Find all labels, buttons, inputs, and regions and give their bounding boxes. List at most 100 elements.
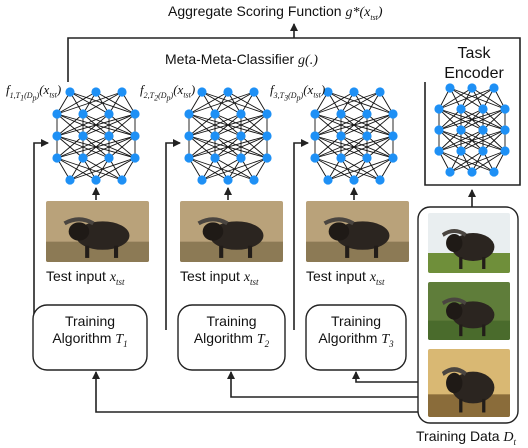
network-node (478, 104, 488, 114)
network-node (434, 104, 444, 114)
neural-network-1 (52, 87, 140, 185)
neural-network-3 (310, 87, 398, 185)
network-node (467, 167, 477, 177)
network-node (52, 109, 62, 119)
network-node (210, 131, 220, 141)
training-image-1 (428, 213, 510, 273)
network-node (310, 131, 320, 141)
network-node (117, 87, 127, 97)
network-node (210, 109, 220, 119)
network-node (236, 131, 246, 141)
test-input-label-3: Test input xtst (306, 268, 385, 287)
algo2-to-net-arrow (165, 139, 181, 330)
task-encoder-label: Task Encoder (444, 45, 504, 82)
network-node (184, 153, 194, 163)
network-node (223, 87, 233, 97)
algorithm-label-3: Training Algorithm T3 (318, 313, 394, 349)
network-node (130, 153, 140, 163)
network-node (336, 131, 346, 141)
network-node (500, 146, 510, 156)
network-node (78, 131, 88, 141)
training-image-3 (428, 349, 510, 417)
network-node (388, 131, 398, 141)
network-node (249, 87, 259, 97)
data-to-algo2-arrow (227, 371, 418, 398)
network-node (323, 87, 333, 97)
network-node (104, 153, 114, 163)
network-node (349, 175, 359, 185)
network-node (262, 153, 272, 163)
network-node (489, 83, 499, 93)
network-node (362, 153, 372, 163)
algo3-to-net-arrow (293, 139, 309, 330)
test-image-2 (180, 201, 283, 262)
algorithm-label-1: Training Algorithm T1 (52, 313, 128, 349)
network-node (197, 87, 207, 97)
network-node (184, 109, 194, 119)
network-node (210, 153, 220, 163)
network-node (478, 146, 488, 156)
network-node (236, 153, 246, 163)
network-node (184, 131, 194, 141)
network-node (445, 83, 455, 93)
buffalo-photo (428, 213, 510, 273)
network-node (456, 104, 466, 114)
meta-classifier-label: Meta-Meta-Classifier g(.) (165, 51, 318, 68)
buffalo-photo (428, 282, 510, 340)
meta-classifier-box (67, 37, 521, 186)
network-node (489, 167, 499, 177)
network-node (434, 125, 444, 135)
network-node (130, 109, 140, 119)
network-node (117, 175, 127, 185)
network-node (236, 109, 246, 119)
test-input-label-1: Test input xtst (46, 268, 125, 287)
network-node (362, 109, 372, 119)
network-node (104, 109, 114, 119)
test-image-3 (306, 201, 409, 262)
network-node (456, 125, 466, 135)
neural-network-2 (184, 87, 272, 185)
network-node (91, 87, 101, 97)
test-input-label-2: Test input xtst (180, 268, 259, 287)
classifier-output-label-1: f1,T1(Dp)(xtst) (6, 82, 62, 103)
neural-networks (52, 83, 510, 185)
network-node (500, 104, 510, 114)
training-data-label: Training Data Dt (416, 428, 517, 447)
network-node (52, 131, 62, 141)
network-node (262, 109, 272, 119)
network-node (375, 175, 385, 185)
network-node (336, 153, 346, 163)
network-node (65, 175, 75, 185)
algo1-to-net-arrow (33, 139, 49, 330)
network-node (456, 146, 466, 156)
algorithm-box-3 (305, 304, 407, 371)
network-node (434, 146, 444, 156)
algorithm-box-1 (32, 304, 148, 371)
network-node (52, 153, 62, 163)
test-image-1 (46, 201, 149, 262)
training-image-2 (428, 282, 510, 340)
network-node (130, 131, 140, 141)
data-to-algo1-arrow (92, 371, 418, 413)
network-node (500, 125, 510, 135)
algorithm-box-2 (177, 304, 286, 371)
network-node (362, 131, 372, 141)
classifier-output-label-2: f2,T2(Dp)(xtst) (140, 82, 196, 103)
network-node (78, 109, 88, 119)
network-node (223, 175, 233, 185)
network-node (91, 175, 101, 185)
network-node (104, 131, 114, 141)
network-node (323, 175, 333, 185)
network-node (249, 175, 259, 185)
algorithm-label-2: Training Algorithm T2 (193, 313, 270, 349)
classifier-output-label-3: f3,T3(Dp)(xtst) (270, 82, 326, 103)
network-node (78, 153, 88, 163)
network-node (478, 125, 488, 135)
aggregate-title: Aggregate Scoring Function g*(xtst) (168, 3, 383, 22)
data-to-algo3-arrow (352, 371, 418, 383)
buffalo-photo (428, 349, 510, 417)
network-node (310, 109, 320, 119)
network-node (388, 153, 398, 163)
network-node (262, 131, 272, 141)
network-node (336, 109, 346, 119)
